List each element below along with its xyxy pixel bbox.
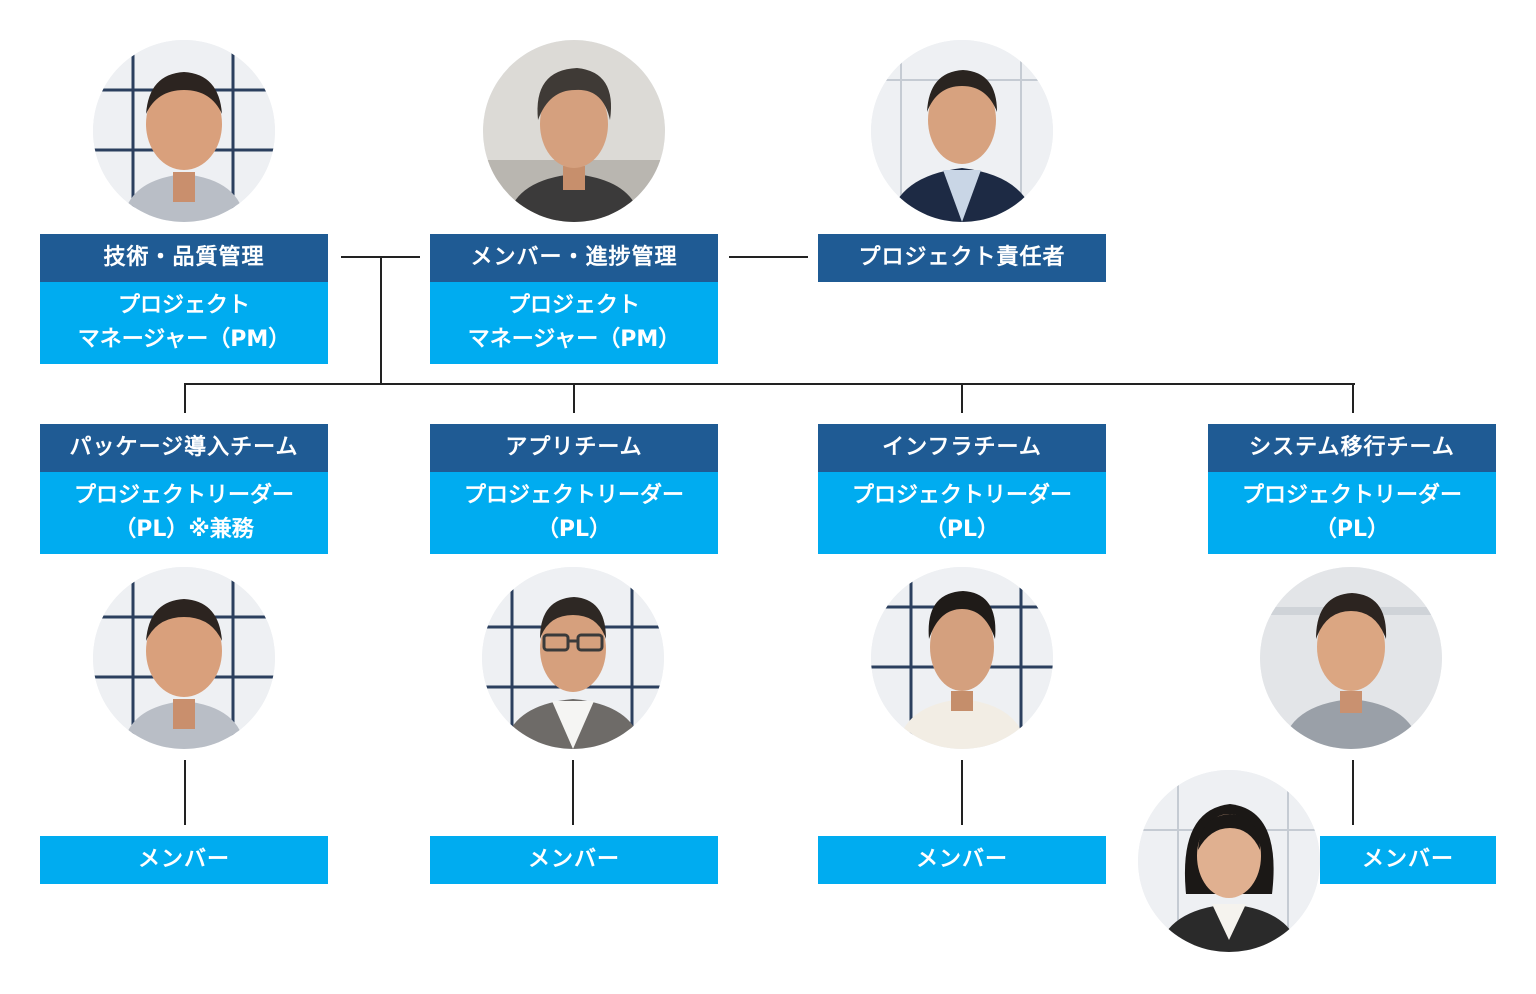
pm-tech-box: 技術・品質管理 プロジェクト マネージャー（PM） — [40, 234, 328, 364]
project-owner-box: プロジェクト責任者 — [818, 234, 1106, 282]
connector-team1-drop — [184, 383, 186, 413]
member-migration: メンバー — [1320, 836, 1496, 884]
avatar-leader-migration — [1260, 567, 1442, 749]
avatar-pm-members — [483, 40, 665, 222]
connector-member3 — [961, 760, 963, 825]
team-package-role: プロジェクトリーダー （PL）※兼務 — [40, 472, 328, 554]
team-migration-role: プロジェクトリーダー （PL） — [1208, 472, 1496, 554]
team-migration-box: システム移行チーム プロジェクトリーダー （PL） — [1208, 424, 1496, 554]
connector-team2-drop — [573, 383, 575, 413]
member-app: メンバー — [430, 836, 718, 884]
connector-team3-drop — [961, 383, 963, 413]
pm-members-role-line2: マネージャー（PM） — [467, 327, 681, 352]
team-app-title: アプリチーム — [430, 424, 718, 472]
avatar-leader-package — [93, 567, 275, 749]
team-infra-title: インフラチーム — [818, 424, 1106, 472]
connector-member1 — [184, 760, 186, 825]
connector-member4 — [1352, 760, 1354, 825]
team-migration-title: システム移行チーム — [1208, 424, 1496, 472]
avatar-project-owner — [871, 40, 1053, 222]
team-infra-box: インフラチーム プロジェクトリーダー （PL） — [818, 424, 1106, 554]
pm-tech-role: プロジェクト マネージャー（PM） — [40, 282, 328, 364]
team-infra-role-line1: プロジェクトリーダー — [851, 483, 1072, 508]
connector-teams-h — [184, 383, 1355, 385]
team-migration-role-line1: プロジェクトリーダー — [1241, 483, 1462, 508]
connector-main-v — [380, 256, 382, 385]
team-package-box: パッケージ導入チーム プロジェクトリーダー （PL）※兼務 — [40, 424, 328, 554]
avatar-pm-tech — [93, 40, 275, 222]
pm-members-title: メンバー・進捗管理 — [430, 234, 718, 282]
pm-tech-role-line1: プロジェクト — [117, 293, 250, 318]
pm-members-role-line1: プロジェクト — [507, 293, 640, 318]
connector-team4-drop — [1352, 383, 1354, 413]
connector-member2 — [572, 760, 574, 825]
team-package-role-line1: プロジェクトリーダー — [73, 483, 294, 508]
avatar-leader-infra — [871, 567, 1053, 749]
team-package-role-line2: （PL）※兼務 — [114, 517, 254, 542]
connector-pm2-owner — [729, 256, 808, 258]
member-package: メンバー — [40, 836, 328, 884]
avatar-leader-app — [482, 567, 664, 749]
team-migration-role-line2: （PL） — [1314, 517, 1390, 542]
pm-tech-role-line2: マネージャー（PM） — [77, 327, 291, 352]
project-owner-title: プロジェクト責任者 — [818, 234, 1106, 282]
team-app-box: アプリチーム プロジェクトリーダー （PL） — [430, 424, 718, 554]
team-app-role-line2: （PL） — [536, 517, 612, 542]
pm-members-role: プロジェクト マネージャー（PM） — [430, 282, 718, 364]
team-infra-role-line2: （PL） — [924, 517, 1000, 542]
team-app-role-line1: プロジェクトリーダー — [463, 483, 684, 508]
team-infra-role: プロジェクトリーダー （PL） — [818, 472, 1106, 554]
pm-members-box: メンバー・進捗管理 プロジェクト マネージャー（PM） — [430, 234, 718, 364]
team-package-title: パッケージ導入チーム — [40, 424, 328, 472]
pm-tech-title: 技術・品質管理 — [40, 234, 328, 282]
avatar-member-migration — [1138, 770, 1320, 952]
member-infra: メンバー — [818, 836, 1106, 884]
team-app-role: プロジェクトリーダー （PL） — [430, 472, 718, 554]
